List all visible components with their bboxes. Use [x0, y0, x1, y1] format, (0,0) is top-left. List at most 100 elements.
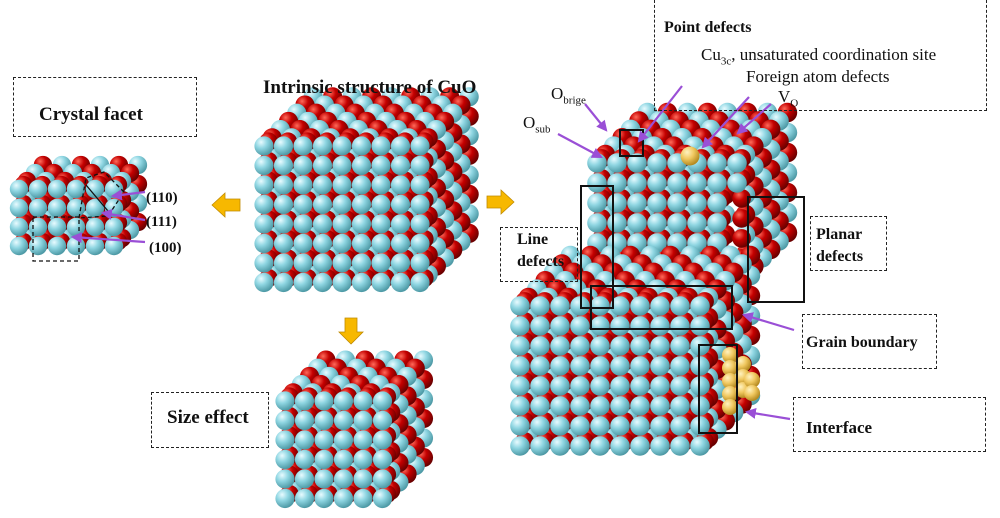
copper-atom	[627, 193, 647, 213]
copper-atom	[47, 198, 67, 218]
intrinsic-cuo-lattice	[254, 87, 479, 293]
copper-atom	[47, 236, 67, 256]
copper-atom	[670, 436, 690, 456]
copper-atom	[293, 175, 313, 195]
copper-atom	[275, 449, 295, 470]
copper-atom	[254, 233, 274, 254]
copper-atom	[275, 488, 295, 509]
copper-atom	[371, 272, 391, 293]
copper-atom	[410, 136, 430, 156]
vo-sub: O	[790, 97, 799, 110]
copper-atom	[610, 396, 630, 416]
copper-atom	[273, 136, 294, 156]
copper-atom	[550, 356, 570, 376]
copper-atom	[587, 213, 607, 233]
copper-atom	[47, 179, 67, 199]
copper-atom	[293, 214, 313, 234]
copper-atom	[650, 376, 670, 396]
planar-defect-box	[747, 196, 805, 303]
copper-atom	[254, 136, 274, 156]
copper-atom	[550, 316, 570, 336]
copper-atom	[687, 173, 707, 193]
copper-atom	[85, 217, 105, 237]
copper-atom	[510, 336, 530, 356]
copper-atom	[275, 391, 295, 411]
pointer-o-brige	[584, 103, 608, 132]
copper-atom	[610, 296, 630, 316]
copper-atom	[371, 194, 391, 215]
copper-atom	[670, 316, 690, 336]
foreign-atom	[680, 146, 700, 166]
copper-atom	[371, 214, 391, 234]
copper-atom	[510, 356, 530, 376]
copper-atom	[333, 430, 354, 450]
copper-atom	[312, 253, 333, 273]
copper-atom	[530, 416, 550, 436]
vo-label: VO	[778, 87, 798, 109]
arrow-to-crystal-facet	[211, 192, 241, 218]
copper-atom	[410, 214, 430, 234]
copper-atom	[85, 179, 105, 199]
copper-atom	[332, 214, 352, 234]
copper-atom	[687, 213, 707, 233]
copper-atom	[390, 194, 411, 215]
copper-atom	[9, 179, 29, 199]
copper-atom	[610, 356, 630, 376]
copper-atom	[630, 296, 650, 316]
copper-atom	[9, 236, 29, 256]
copper-atom	[587, 173, 607, 193]
copper-atom	[351, 175, 372, 195]
copper-atom	[530, 436, 550, 456]
copper-atom	[28, 236, 48, 256]
copper-atom	[410, 253, 430, 273]
copper-atom	[590, 316, 610, 336]
copper-atom	[353, 391, 373, 411]
copper-atom	[293, 136, 313, 156]
copper-atom	[550, 376, 570, 396]
foreign-atom	[744, 385, 760, 401]
copper-atom	[650, 356, 670, 376]
line-defects-box	[500, 227, 578, 282]
copper-atom	[510, 396, 530, 416]
copper-atom	[314, 488, 334, 509]
pointer-100	[70, 232, 146, 244]
grain-boundary-box-label	[802, 314, 937, 369]
copper-atom	[650, 316, 670, 336]
copper-atom	[294, 430, 315, 450]
copper-atom	[667, 213, 687, 233]
cu3c-label: Cu3c, unsaturated coordination site	[701, 45, 936, 67]
copper-atom	[590, 356, 610, 376]
line-defects-label-2: defects	[517, 253, 565, 270]
atom-lattices	[9, 87, 798, 509]
copper-atom	[607, 193, 627, 213]
copper-atom	[570, 356, 590, 376]
copper-atom	[410, 233, 430, 254]
copper-atom	[570, 316, 590, 336]
copper-atom	[353, 469, 373, 489]
facet-markers	[32, 171, 146, 262]
copper-atom	[9, 198, 29, 218]
pointer-cu3c	[637, 85, 683, 143]
planar-defects-label-2: defects	[816, 248, 864, 265]
copper-atom	[727, 173, 747, 193]
copper-atom	[570, 376, 590, 396]
copper-atom	[647, 173, 667, 193]
o-sub-main: O	[523, 113, 536, 132]
copper-atom	[351, 253, 372, 273]
copper-atom	[371, 155, 391, 176]
copper-atom	[104, 217, 124, 237]
copper-atom	[627, 213, 647, 233]
copper-atom	[254, 194, 274, 215]
copper-atom	[66, 217, 86, 237]
foreign-atom	[722, 386, 738, 402]
copper-atom	[372, 430, 393, 450]
copper-atom	[9, 217, 29, 237]
copper-atom	[590, 436, 610, 456]
copper-atom	[312, 233, 333, 254]
interface-box-label	[793, 397, 986, 452]
copper-atom	[273, 233, 294, 254]
crystal-facet-box	[13, 77, 197, 137]
copper-atom	[254, 214, 274, 234]
copper-atom	[530, 396, 550, 416]
